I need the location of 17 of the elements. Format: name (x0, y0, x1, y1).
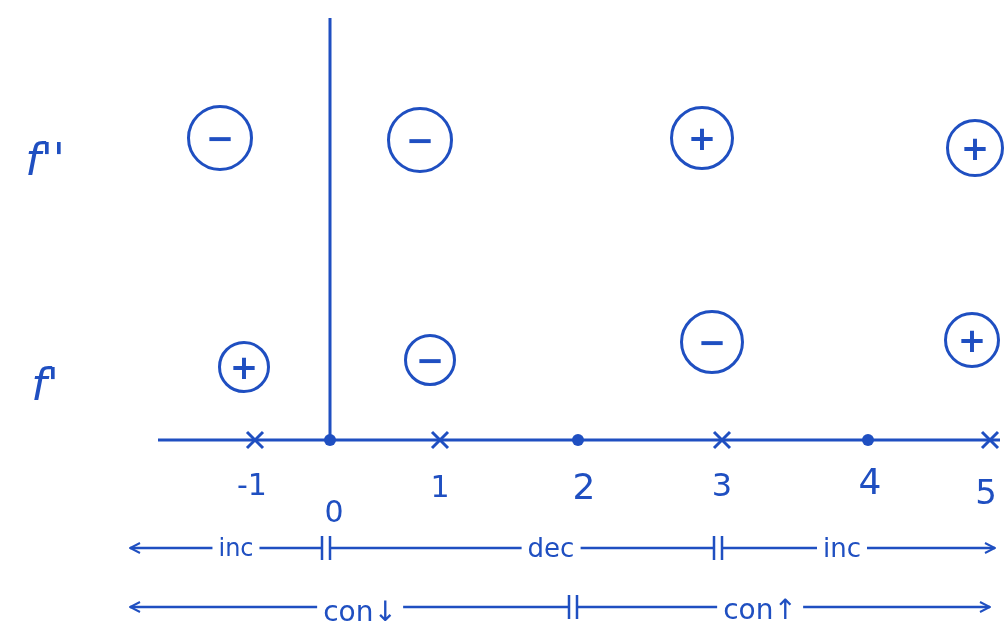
row-label: f' (31, 363, 59, 407)
circled-sign: + (944, 312, 1000, 368)
tick-label: 1 (430, 472, 450, 502)
circled-sign: + (946, 119, 1004, 177)
row-label: f'' (25, 138, 65, 182)
circled-sign: + (670, 106, 734, 170)
tick-label: 4 (858, 464, 882, 500)
circled-sign: − (387, 107, 453, 173)
tick-label: -1 (237, 470, 267, 500)
circled-sign: − (680, 310, 744, 374)
tick-label: 5 (975, 475, 997, 509)
tick-label: 3 (711, 469, 733, 501)
circled-sign: + (218, 341, 270, 393)
tick-label: 2 (572, 469, 596, 505)
tick-label: 0 (324, 497, 344, 527)
circled-sign: − (187, 105, 253, 171)
circled-sign: − (404, 334, 456, 386)
